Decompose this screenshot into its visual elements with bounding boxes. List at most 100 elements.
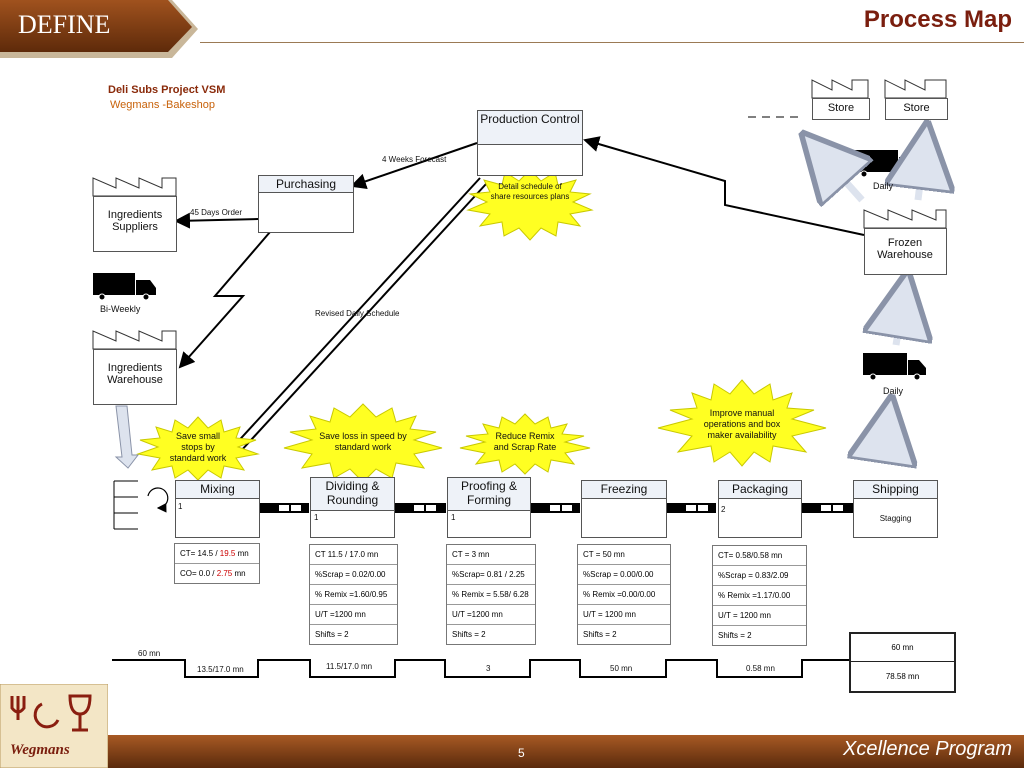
schedule-line-1 [231, 177, 481, 449]
vsm-diagram [92, 79, 1024, 678]
data-row: % Remix = 5.58/ 6.28 [447, 585, 535, 605]
timeline-wait-1: 60 mn [138, 649, 161, 658]
timeline-proc-2: 11.5/17.0 mn [326, 662, 373, 671]
data-row-ct: CT= 14.5 / 19.5 mn [175, 544, 259, 564]
data-row: U/T = 1200 mn [578, 605, 670, 625]
biweekly-label: Bi-Weekly [100, 304, 141, 314]
warehouse-to-mixing-arrow [114, 405, 140, 469]
data-row: % Remix =1.60/0.95 [310, 585, 397, 605]
data-row: U/T =1200 mn [447, 605, 535, 625]
timeline-proc-3: 3 [486, 664, 491, 673]
data-box-freezing: CT = 50 mn %Scrap = 0.00/0.00 % Remix =0… [577, 544, 671, 645]
kaizen-burst-reduce-remix [459, 413, 591, 475]
truck-icon-daily-mid [863, 353, 926, 381]
process-box-proofing: Proofing & Forming 1 [447, 477, 531, 538]
total-lead-time: 60 mn [851, 634, 954, 662]
data-row: % Remix =1.17/0.00 [713, 586, 806, 606]
data-row: U/T =1200 mn [310, 605, 397, 625]
title-divider [200, 42, 1024, 43]
to-store-2-arrow [918, 134, 926, 201]
factory-icon-store-2 [884, 79, 947, 99]
up-arrow-2 [896, 283, 906, 346]
forecast-arrow [350, 142, 478, 190]
vsm-subtitle: Wegmans -Bakeshop [110, 99, 215, 111]
process-operators-mixing: 1 [178, 502, 183, 511]
kaizen-save-loss-text: Save loss in speed by standard work [319, 431, 407, 452]
factory-icon-warehouse [92, 330, 177, 350]
data-row-co: CO= 0.0 / 2.75 mn [180, 569, 246, 578]
data-box-packaging: CT= 0.58/0.58 mn %Scrap = 0.83/2.09 % Re… [712, 545, 807, 646]
store-box-1: Store [812, 98, 870, 120]
data-row: Shifts = 2 [718, 631, 752, 640]
process-name-dividing: Dividing & Rounding [311, 478, 394, 511]
purchasing-label: Purchasing [259, 176, 353, 193]
ingredients-warehouse-box: Ingredients Warehouse [93, 349, 177, 405]
daily-label-mid: Daily [883, 386, 904, 396]
revised-schedule-label: Revised Daily Schedule [315, 309, 400, 318]
store-label-1: Store [827, 102, 855, 114]
up-arrow-1 [883, 408, 890, 455]
production-control-box: Production Control [477, 110, 583, 176]
process-box-mixing: Mixing 1 [175, 480, 260, 538]
kaizen-small-stops-text: Save small stops by standard work [169, 431, 227, 463]
kaizen-improve-manual-text: Improve manual operations and box maker … [703, 408, 781, 440]
total-process-time: 78.58 mn [885, 672, 920, 681]
process-box-shipping: Shipping Stagging [853, 480, 938, 538]
process-name-proofing: Proofing & Forming [448, 478, 530, 511]
wegmans-logo [0, 684, 108, 768]
store-label-2: Store [903, 102, 930, 114]
data-row: %Scrap = 0.02/0.00 [310, 565, 397, 585]
to-store-1-arrow [810, 142, 862, 200]
data-row: CT = 3 mn [447, 545, 535, 565]
data-row: %Scrap = 0.83/2.09 [713, 566, 806, 586]
frozen-warehouse-box: Frozen Warehouse [864, 228, 947, 275]
data-row: CT 11.5 / 17.0 mn [310, 545, 397, 565]
ingredients-warehouse-label: Ingredients Warehouse [107, 362, 163, 386]
process-name-shipping: Shipping [854, 481, 937, 499]
page-number: 5 [518, 746, 525, 760]
frozen-to-control-arrow [583, 136, 865, 236]
push-conveyor-3 [530, 503, 580, 513]
order-label: 45 Days Order [190, 208, 243, 217]
data-row: CT= 0.58/0.58 mn [713, 546, 806, 566]
process-operators-proofing: 1 [451, 513, 456, 522]
daily-label-top: Daily [873, 181, 894, 191]
kaizen-detail-text: Detail schedule of share resources plans [490, 182, 570, 201]
vsm-title: Deli Subs Project VSM [108, 84, 226, 96]
schedule-line-2 [239, 183, 487, 453]
process-name-packaging: Packaging [719, 481, 801, 499]
process-operators-packaging: 2 [721, 505, 726, 514]
production-control-label: Production Control [478, 111, 582, 145]
push-conveyor-5 [801, 503, 853, 513]
process-box-freezing: Freezing [581, 480, 667, 538]
forecast-label: 4 Weeks Forecast [382, 155, 447, 164]
process-box-dividing: Dividing & Rounding 1 [310, 477, 395, 538]
data-row: %Scrap = 0.00/0.00 [578, 565, 670, 585]
process-operators-dividing: 1 [314, 513, 319, 522]
process-box-packaging: Packaging 2 [718, 480, 802, 538]
timeline-proc-4: 50 mn [610, 664, 633, 673]
define-tab [0, 0, 198, 58]
supermarket-cycle-icon [147, 487, 169, 513]
timeline-total-box: 60 mn 78.58 mn [849, 632, 956, 693]
data-row: Shifts = 2 [583, 630, 617, 639]
timeline-proc-1: 13.5/17.0 mn [197, 665, 244, 674]
kaizen-burst-improve-manual [657, 379, 827, 467]
timeline-line [112, 659, 850, 678]
purchasing-to-warehouse-arrow [178, 231, 271, 369]
timeline-proc-5: 0.58 mn [746, 664, 775, 673]
ingredients-suppliers-label: Ingredients Suppliers [107, 209, 163, 233]
slide-title: Process Map [863, 6, 1012, 33]
push-conveyor-1 [259, 503, 309, 513]
process-operators-shipping: Stagging [879, 514, 912, 523]
kaizen-reduce-remix-text: Reduce Remix and Scrap Rate [493, 431, 557, 452]
footer-program-name: Xcellence Program [843, 738, 1012, 760]
data-row: %Scrap= 0.81 / 2.25 [447, 565, 535, 585]
factory-icon-suppliers [92, 177, 177, 197]
push-conveyor-2 [394, 503, 446, 513]
process-name-mixing: Mixing [176, 481, 259, 499]
mixing-queue [113, 480, 138, 530]
footer-bar [0, 735, 1024, 768]
order-arrow [174, 212, 259, 229]
kaizen-burst-detail [466, 169, 594, 241]
